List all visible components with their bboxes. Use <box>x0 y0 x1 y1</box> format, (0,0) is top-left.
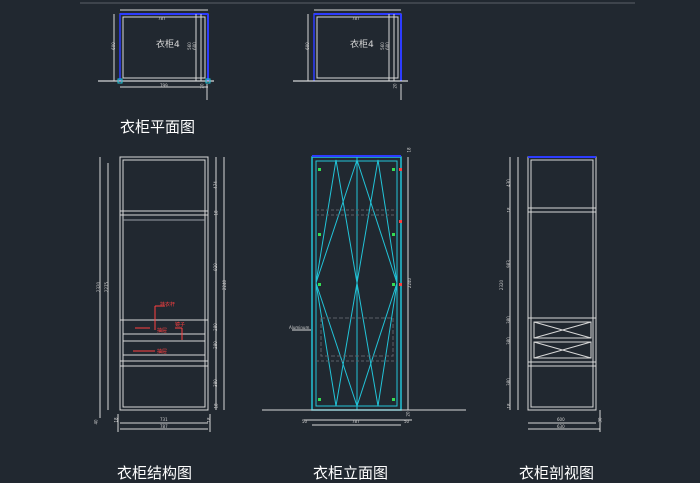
plan-left <box>98 9 214 100</box>
section-dim-bottom-2: 630 <box>557 424 565 429</box>
structure-dim-1: 474 <box>212 181 218 189</box>
structure-dim-3: 920 <box>212 263 218 271</box>
plan-right-label: 衣柜4 <box>350 40 374 50</box>
structure-dim-4: 2240 <box>222 279 228 291</box>
structure-callout-2: 抽屉 <box>157 328 168 334</box>
elevation-note: Aluminum <box>289 325 310 330</box>
elevation-view <box>262 155 466 426</box>
plan-left-side-dim: 600 <box>110 42 116 50</box>
elevation-dim-bottom-2: 787 <box>352 419 360 424</box>
plan-left-side-dim-2: 600 <box>191 42 197 50</box>
section-dim-8: 18 <box>506 403 512 409</box>
elevation-dim-3: 20 <box>405 411 411 417</box>
structure-dim-small-1: 40 <box>93 419 99 425</box>
plan-left-side-dim-3: 20 <box>199 83 205 89</box>
plan-right-side-dim-3: 20 <box>392 83 398 89</box>
structure-callout-1: 挂衣杆 <box>160 302 176 308</box>
section-caption: 衣柜剖视图 <box>519 464 595 482</box>
elevation-dim-bottom-1: 50 <box>302 419 308 424</box>
section-dim-bottom-3: 30 <box>597 417 603 423</box>
plan-right-top-dim: 787 <box>352 16 360 21</box>
section-dim-5: 380 <box>505 316 511 324</box>
elevation-dim-bottom-3: 50 <box>404 419 410 424</box>
section-dim-7: 380 <box>505 378 511 386</box>
structure-caption: 衣柜结构图 <box>117 464 193 482</box>
plan-left-label: 衣柜4 <box>156 40 180 50</box>
structure-dim-5: 280 <box>212 323 218 331</box>
structure-dim-left-2: 2275 <box>104 281 110 293</box>
structure-dim-bottom-1: 731 <box>160 417 168 422</box>
section-view <box>509 156 601 432</box>
plan-left-top-dim: 787 <box>158 16 166 21</box>
structure-dim-8: 18 <box>213 403 219 409</box>
structure-dim-small-3: 18 <box>206 417 212 423</box>
structure-callout-4: 镜子 <box>175 322 186 328</box>
elevation-dim-1: 18 <box>406 147 412 153</box>
structure-dim-left-1: 2320 <box>96 281 102 293</box>
structure-callout-3: 抽屉 <box>157 349 168 355</box>
section-dim-bottom-1: 600 <box>557 417 565 422</box>
section-dim-6: 380 <box>505 337 511 345</box>
plan-right-side-dim-2: 600 <box>384 42 390 50</box>
plan-right-side-dim: 600 <box>304 42 310 50</box>
structure-dim-6: 280 <box>212 341 218 349</box>
section-dim-1: 430 <box>505 179 511 187</box>
structure-dim-small-2: 18 <box>113 417 119 423</box>
structure-dim-2: 18 <box>213 210 219 216</box>
plan-caption: 衣柜平面图 <box>120 118 196 136</box>
section-dim-2: 18 <box>506 207 512 213</box>
elevation-dim-2: 2240 <box>407 277 413 289</box>
structure-dim-bottom-2: 787 <box>160 424 168 429</box>
structure-view <box>99 156 225 432</box>
structure-dim-7: 380 <box>212 379 218 387</box>
elevation-caption: 衣柜立面图 <box>313 464 389 482</box>
section-dim-4: 2320 <box>499 279 505 291</box>
plan-left-bottom-dim: 799 <box>160 83 168 88</box>
section-dim-3: 983 <box>505 260 511 268</box>
plan-right <box>293 9 408 100</box>
